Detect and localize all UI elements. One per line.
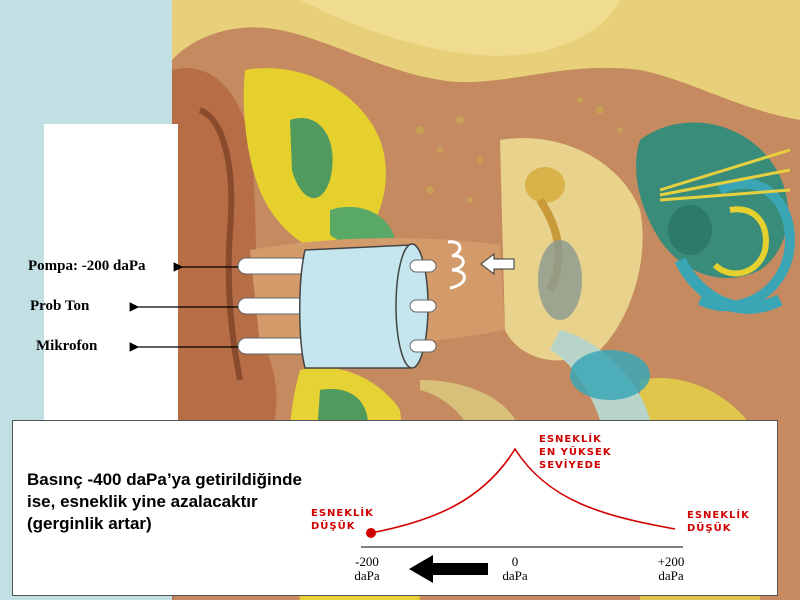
info-text: Basınç -400 daPa’ya getirildiğinde ise, … xyxy=(27,469,327,535)
peak-compliance-label: ESNEKLİK EN YÜKSEK SEVİYEDE xyxy=(539,434,612,471)
left-white-panel xyxy=(44,124,178,424)
info-line-3: (gerginlik artar) xyxy=(27,514,152,533)
info-line-2: ise, esneklik yine azalacaktır xyxy=(27,492,258,511)
pressure-marker xyxy=(366,528,376,538)
compliance-curve xyxy=(370,447,676,534)
info-line-1: Basınç -400 daPa’ya getirildiğinde xyxy=(27,470,302,489)
tympanogram-panel: Basınç -400 daPa’ya getirildiğinde ise, … xyxy=(12,420,778,596)
tick-label-zero: 0 daPa xyxy=(502,554,528,583)
arrow-left-icon xyxy=(409,555,488,583)
tick-label-pos200: +200 daPa xyxy=(657,554,685,583)
compliance-curve-chart xyxy=(361,447,683,583)
probe-tone-label: Prob Ton xyxy=(30,298,90,314)
sound-wave-icon xyxy=(447,240,466,290)
pump-label: Pompa: -200 daPa xyxy=(28,258,146,274)
microphone-label: Mikrofon xyxy=(36,338,98,354)
arrow-left-icon xyxy=(480,252,515,276)
tick-label-neg200: -200 daPa xyxy=(354,554,380,583)
low-compliance-right-label: ESNEKLİK DÜŞÜK xyxy=(687,510,750,534)
low-compliance-left-label: ESNEKLİK DÜŞÜK xyxy=(311,508,374,532)
